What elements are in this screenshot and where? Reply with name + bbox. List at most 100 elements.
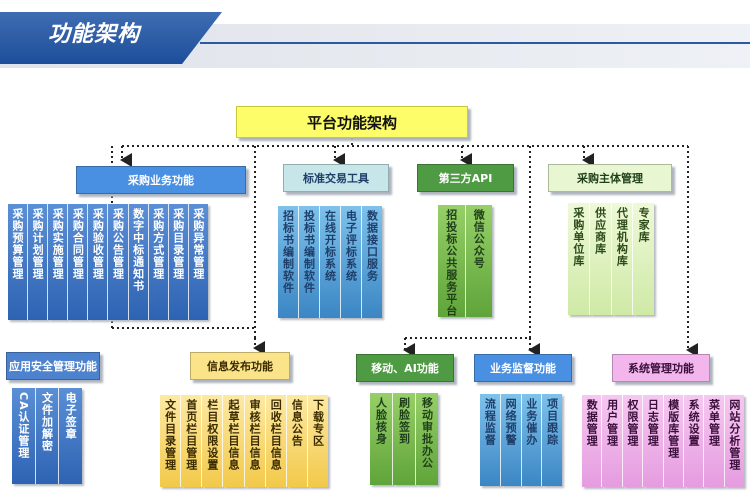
feature-label: 移动审批办公 <box>420 397 434 469</box>
feature-bar: 采购验收管理 <box>88 204 109 320</box>
feature-label: 菜单管理 <box>707 399 721 447</box>
feature-label: 电子评标系统 <box>344 210 358 282</box>
feature-bar: 采购实施管理 <box>48 204 69 320</box>
feature-bar: 业务催办 <box>521 394 543 486</box>
feature-label: 模版库管理 <box>666 399 680 459</box>
group-items-third-party-api: 招投标公共服务平台微信公众号 <box>438 205 492 317</box>
feature-bar: 审核栏目信息 <box>244 395 266 487</box>
feature-bar: 权限管理 <box>622 395 644 487</box>
feature-bar: 栏目权限设置 <box>202 395 224 487</box>
feature-bar: 项目跟踪 <box>542 394 562 486</box>
feature-bar: 供应商库 <box>589 203 612 315</box>
feature-bar: 采购方式管理 <box>148 204 169 320</box>
feature-bar: 数据接口服务 <box>362 206 382 318</box>
feature-label: 下载专区 <box>311 399 325 447</box>
feature-bar: 下载专区 <box>307 395 328 487</box>
feature-label: 网络预警 <box>504 398 518 446</box>
feature-bar: 招投标公共服务平台 <box>438 205 466 317</box>
feature-bar: 网站分析管理 <box>724 395 744 487</box>
feature-label: 回收栏目信息 <box>269 399 283 471</box>
feature-bar: 采购预算管理 <box>8 204 29 320</box>
feature-bar: 招标书编制软件 <box>278 206 299 318</box>
group-header-mobile-ai: 移动、AI功能 <box>356 354 454 382</box>
title-banner-tab <box>0 12 222 64</box>
feature-bar: 回收栏目信息 <box>265 395 287 487</box>
page-title: 功能架构 <box>48 22 141 47</box>
group-header-info-publishing: 信息发布功能 <box>190 352 290 380</box>
group-header-business-supervision: 业务监督功能 <box>474 354 572 382</box>
feature-label: 文件加解密 <box>40 392 54 452</box>
feature-bar: 刷脸签到 <box>393 393 416 485</box>
feature-label: 采购实施管理 <box>51 208 65 280</box>
feature-label: 信息公告 <box>290 399 304 447</box>
group-header-system-management: 系统管理功能 <box>612 354 710 382</box>
group-header-procurement-entity: 采购主体管理 <box>548 164 672 192</box>
group-header-standard-trading-tools: 标准交易工具 <box>283 164 389 192</box>
feature-label: 文件目录管理 <box>163 399 177 471</box>
feature-label: 审核栏目信息 <box>248 399 262 471</box>
feature-label: 采购公告管理 <box>111 208 125 280</box>
group-header-app-security: 应用安全管理功能 <box>6 352 100 380</box>
group-items-standard-trading-tools: 招标书编制软件投标书编制软件在线开标系统电子评标系统数据接口服务 <box>278 206 382 318</box>
feature-bar: 采购目录管理 <box>168 204 189 320</box>
feature-bar: 日志管理 <box>643 395 664 487</box>
group-items-procurement-entity: 采购单位库供应商库代理机构库专家库 <box>568 203 654 315</box>
group-items-procurement-business: 采购预算管理采购计划管理采购实施管理采购合同管理采购验收管理采购公告管理数字中标… <box>8 204 208 320</box>
title-banner-underline <box>200 42 750 44</box>
feature-label: 首页栏目管理 <box>184 399 198 471</box>
feature-label: 采购异常管理 <box>191 208 205 280</box>
feature-bar: 代理机构库 <box>611 203 634 315</box>
feature-bar: 采购异常管理 <box>188 204 208 320</box>
feature-bar: 移动审批办公 <box>416 393 438 485</box>
feature-label: 项目跟踪 <box>545 398 559 446</box>
feature-label: 用户管理 <box>605 399 619 447</box>
feature-bar: 电子评标系统 <box>341 206 362 318</box>
feature-label: 采购合同管理 <box>71 208 85 280</box>
feature-bar: 文件目录管理 <box>160 395 182 487</box>
feature-label: 招标书编制软件 <box>281 210 295 294</box>
feature-label: CA认证管理 <box>16 392 30 459</box>
feature-label: 数据接口服务 <box>365 210 379 282</box>
group-items-mobile-ai: 人脸核身刷脸签到移动审批办公 <box>370 393 438 485</box>
feature-label: 流程监督 <box>483 398 497 446</box>
feature-bar: 菜单管理 <box>704 395 725 487</box>
feature-bar: 数据管理 <box>582 395 603 487</box>
feature-label: 栏目权限设置 <box>205 399 219 471</box>
feature-bar: 系统设置 <box>683 395 705 487</box>
feature-bar: 微信公众号 <box>465 205 492 317</box>
feature-label: 刷脸签到 <box>397 397 411 445</box>
group-items-system-management: 数据管理用户管理权限管理日志管理模版库管理系统设置菜单管理网站分析管理 <box>582 395 744 487</box>
feature-label: 招投标公共服务平台 <box>444 209 458 317</box>
feature-bar: 投标书编制软件 <box>299 206 320 318</box>
feature-label: 专家库 <box>637 207 651 243</box>
feature-label: 数据管理 <box>585 399 599 447</box>
feature-bar: 数字中标通知书 <box>128 204 149 320</box>
feature-label: 代理机构库 <box>615 207 629 267</box>
feature-bar: 用户管理 <box>602 395 623 487</box>
feature-label: 采购计划管理 <box>31 208 45 280</box>
group-items-business-supervision: 流程监督网络预警业务催办项目跟踪 <box>480 394 562 486</box>
feature-label: 数字中标通知书 <box>131 208 145 292</box>
feature-label: 起草栏目信息 <box>226 399 240 471</box>
feature-label: 日志管理 <box>646 399 660 447</box>
feature-bar: 流程监督 <box>480 394 501 486</box>
feature-label: 微信公众号 <box>472 209 486 269</box>
feature-label: 投标书编制软件 <box>302 210 316 294</box>
feature-label: 采购预算管理 <box>11 208 25 280</box>
feature-bar: 首页栏目管理 <box>181 395 203 487</box>
root-node: 平台功能架构 <box>236 106 468 138</box>
feature-bar: 采购合同管理 <box>68 204 89 320</box>
feature-label: 网站分析管理 <box>727 399 741 471</box>
feature-bar: 模版库管理 <box>663 395 684 487</box>
feature-label: 采购单位库 <box>571 207 585 267</box>
feature-label: 采购验收管理 <box>91 208 105 280</box>
feature-bar: CA认证管理 <box>12 388 36 484</box>
feature-bar: 在线开标系统 <box>320 206 341 318</box>
group-items-app-security: CA认证管理文件加解密电子签章 <box>12 388 83 484</box>
feature-bar: 采购计划管理 <box>28 204 49 320</box>
feature-bar: 电子签章 <box>59 388 83 484</box>
feature-bar: 起草栏目信息 <box>223 395 245 487</box>
feature-bar: 人脸核身 <box>370 393 393 485</box>
feature-label: 在线开标系统 <box>323 210 337 282</box>
feature-bar: 文件加解密 <box>35 388 60 484</box>
